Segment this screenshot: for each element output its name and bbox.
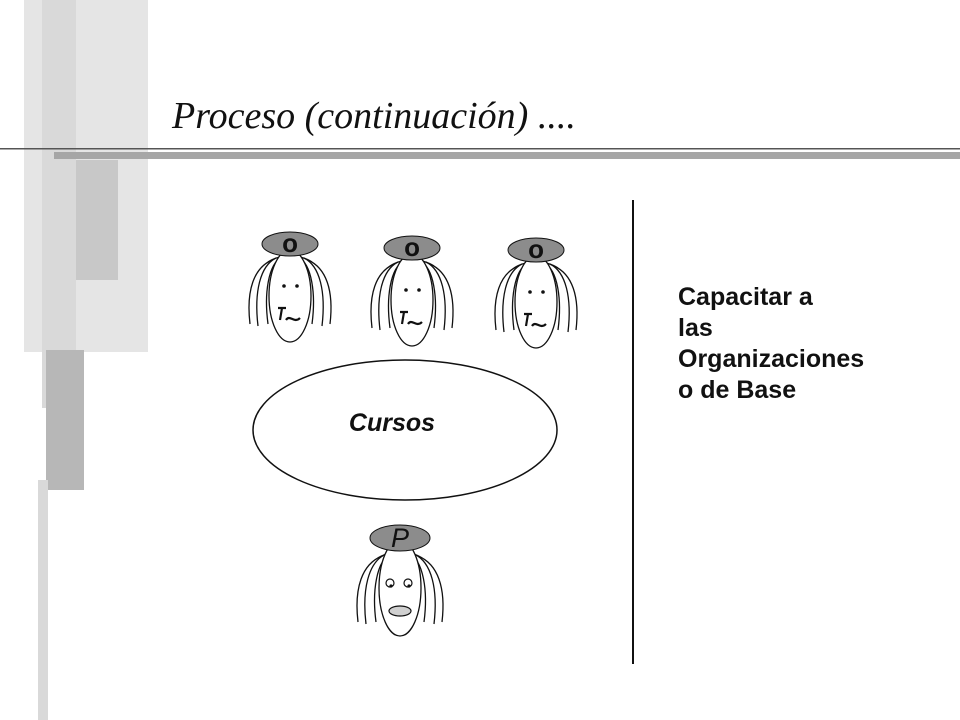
goal-line: Capacitar a bbox=[678, 283, 813, 311]
left-eye-icon bbox=[528, 290, 532, 294]
face-outline bbox=[390, 253, 434, 347]
face-outline bbox=[514, 255, 558, 349]
right-eye-icon bbox=[417, 288, 421, 292]
hat-icon bbox=[507, 237, 565, 263]
right-eye-icon bbox=[295, 284, 299, 288]
organization-label: o bbox=[282, 228, 298, 258]
slide-title: Proceso (continuación) .... bbox=[172, 95, 576, 137]
organization-face: o bbox=[494, 234, 578, 349]
goal-line: Organizaciones bbox=[678, 345, 865, 373]
organization-label: o bbox=[404, 232, 420, 262]
right-pupil-icon bbox=[407, 584, 411, 588]
right-eye-icon bbox=[541, 290, 545, 294]
frown-icon bbox=[400, 310, 423, 326]
face-outline bbox=[268, 249, 312, 343]
hat-icon bbox=[369, 524, 431, 552]
hair-icon bbox=[356, 551, 444, 625]
frown-icon bbox=[278, 306, 301, 322]
mouth-icon bbox=[388, 605, 412, 617]
goal-line: o de Base bbox=[678, 376, 797, 404]
hat-icon bbox=[261, 231, 319, 257]
frown-icon bbox=[524, 312, 547, 328]
title-underline bbox=[0, 148, 960, 159]
left-eye-icon bbox=[404, 288, 408, 292]
courses-label: Cursos bbox=[349, 409, 435, 437]
courses-ellipse bbox=[252, 359, 558, 501]
vertical-divider bbox=[632, 200, 634, 664]
goal-text: Capacitar a las Organizaciones o de Base bbox=[678, 282, 864, 406]
organization-face: o bbox=[370, 232, 454, 347]
organization-face: o bbox=[248, 228, 332, 343]
left-pupil-icon bbox=[389, 584, 393, 588]
decor-strip-bottom bbox=[38, 480, 48, 720]
promoter-face: P bbox=[356, 523, 444, 637]
goal-line: las bbox=[678, 314, 713, 342]
promoter-label: P bbox=[391, 523, 409, 553]
hat-icon bbox=[383, 235, 441, 261]
left-eye-icon bbox=[282, 284, 286, 288]
face-outline bbox=[378, 539, 422, 637]
organization-label: o bbox=[528, 234, 544, 264]
decor-column-lower bbox=[46, 350, 84, 490]
decor-column-mid bbox=[42, 0, 76, 408]
